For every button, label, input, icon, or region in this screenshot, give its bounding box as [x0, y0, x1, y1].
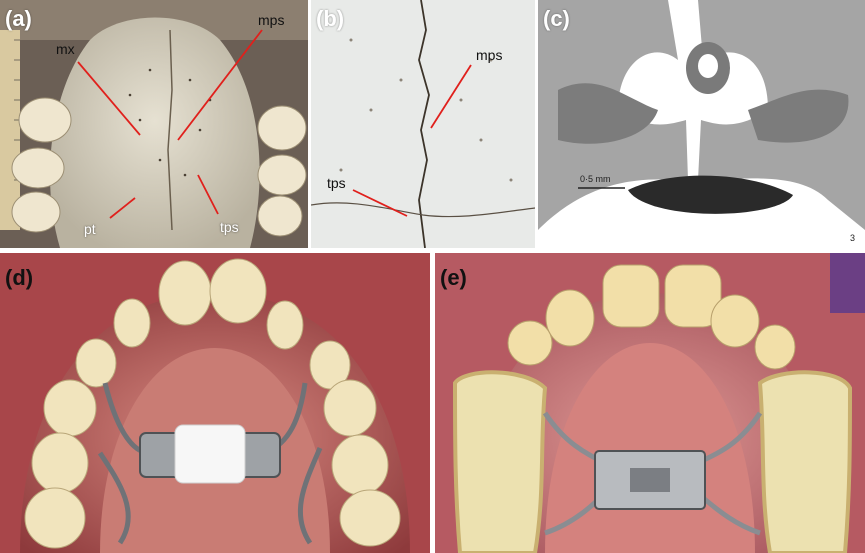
label-mps-a: mps	[258, 12, 285, 28]
annotation-lines	[77, 29, 263, 219]
scale-bar-label: 0·5 mm	[580, 174, 611, 184]
nasal-cavity	[538, 0, 865, 248]
panel-a-label: (a)	[5, 6, 32, 31]
label-mps-b: mps	[476, 47, 503, 63]
annotation-lines-b	[352, 64, 472, 217]
teeth-d	[24, 258, 401, 549]
transverse-suture	[311, 202, 535, 218]
label-tps-b: tps	[327, 175, 346, 191]
teeth-e	[507, 264, 796, 370]
panel-b: (b) mps tps	[311, 0, 535, 248]
panel-e: (e)	[435, 253, 865, 553]
panel-b-label: (b)	[316, 6, 345, 31]
panel-d: (d)	[0, 253, 430, 553]
expander-tape	[174, 424, 246, 484]
palate-bone	[50, 17, 260, 248]
figure-number: 3	[850, 233, 856, 243]
midpalatal-suture	[418, 0, 430, 248]
panel-d-label: (d)	[5, 265, 34, 290]
label-pt: pt	[84, 221, 96, 237]
tongue	[628, 175, 793, 214]
skull-palate-image	[0, 0, 308, 248]
panel-a: (a) mx mps pt tps	[0, 0, 308, 248]
suture-closeup-image	[311, 0, 535, 248]
label-mx: mx	[56, 41, 75, 57]
panel-e-label: (e)	[440, 265, 467, 290]
panel-c: (c) 0·5 mm 3	[538, 0, 865, 248]
palatal-expander-image-d	[0, 253, 430, 553]
histology-section-image	[538, 0, 865, 248]
panel-c-label: (c)	[543, 6, 570, 31]
label-tps-a: tps	[220, 219, 239, 235]
acrylic-blocks-e	[452, 370, 853, 553]
palatal-expander-image-e	[435, 253, 865, 553]
